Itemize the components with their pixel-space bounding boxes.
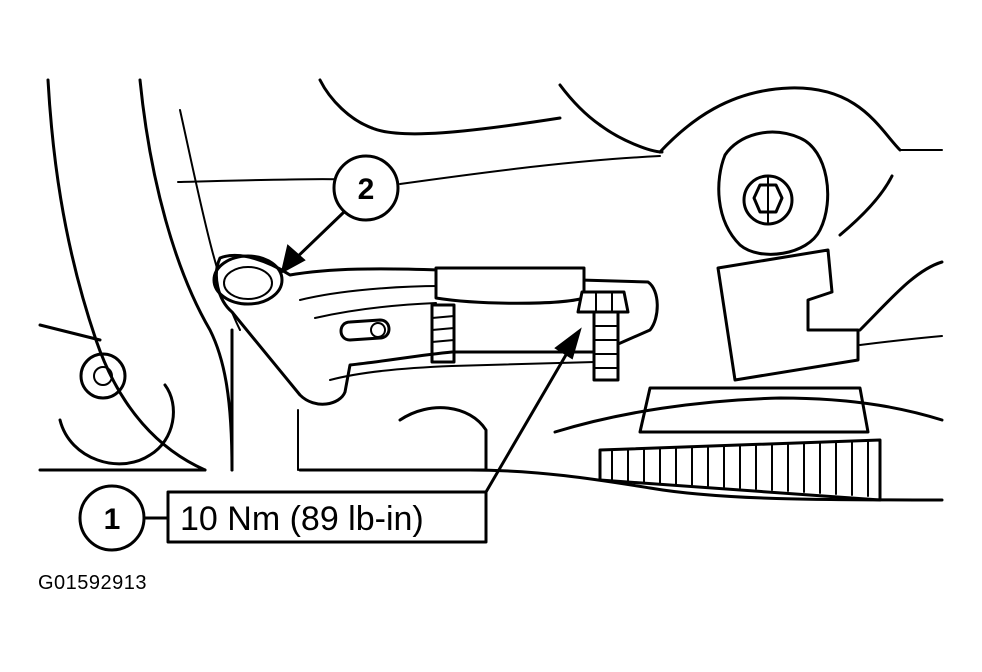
callout-number-2: 2	[358, 173, 375, 206]
torque-spec-label: 10 Nm (89 lb-in)	[180, 500, 424, 538]
callout-2: 2	[280, 154, 400, 274]
background-structure	[38, 78, 944, 502]
figure-id: G01592913	[38, 572, 148, 594]
arrowhead-icon	[280, 244, 306, 274]
bolt-part-1	[576, 290, 630, 382]
arrowhead-icon	[554, 327, 582, 360]
bracket-part-2	[212, 253, 659, 406]
rack-teeth	[611, 441, 869, 497]
callout-1: 1 10 Nm (89 lb-in)	[78, 327, 582, 552]
callout-number-1: 1	[104, 503, 121, 536]
torque-label-box	[166, 490, 488, 544]
